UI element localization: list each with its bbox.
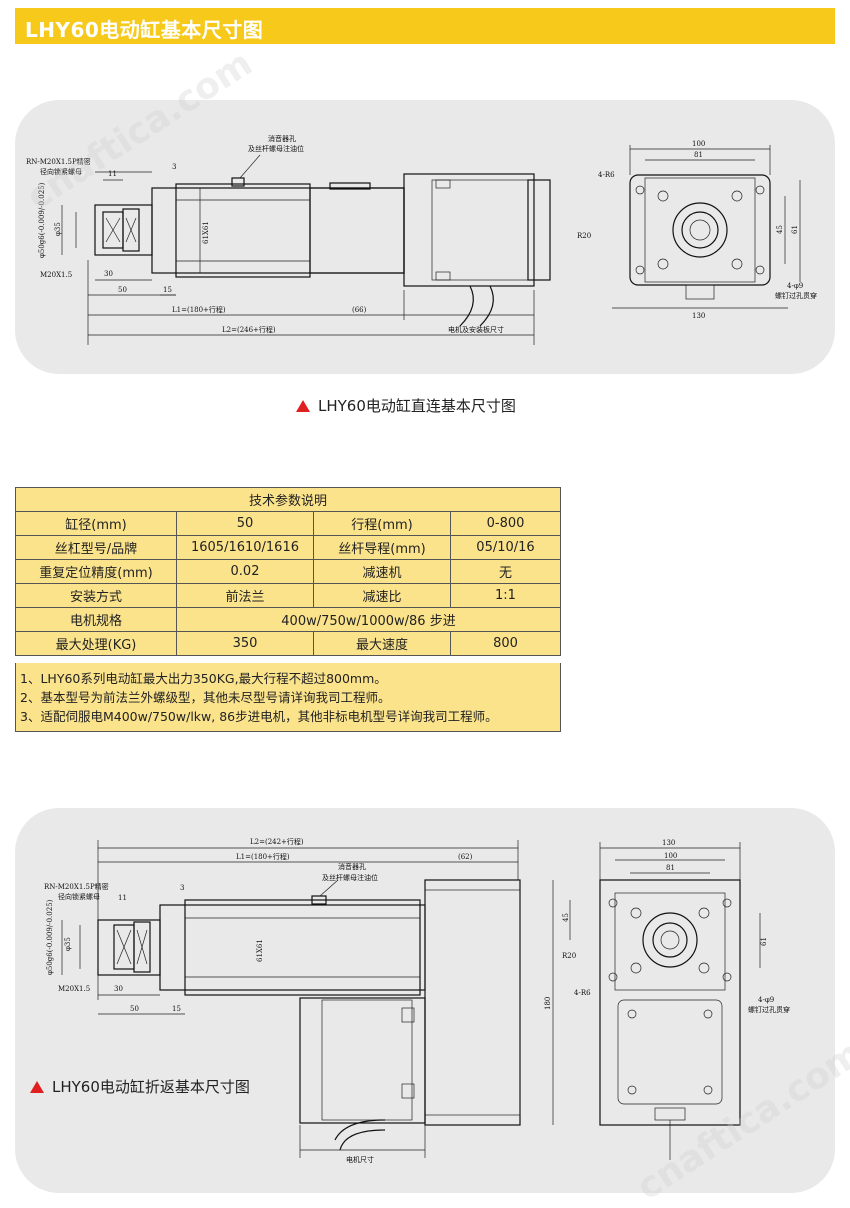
dim-61x61: 61X61 bbox=[202, 221, 210, 244]
header-banner: LHY60电动缸基本尺寸图 bbox=[15, 8, 835, 44]
cell: 无 bbox=[450, 559, 561, 584]
cell: 缸径(mm) bbox=[15, 511, 177, 536]
dim-holes2: 螺钉过孔贯穿 bbox=[775, 291, 817, 300]
dim-dia35: φ35 bbox=[64, 937, 72, 951]
label-motor: 电机尺寸 bbox=[346, 1155, 374, 1164]
dim-3: 3 bbox=[172, 163, 176, 171]
dim-66: (66) bbox=[352, 306, 367, 314]
dim-30: 30 bbox=[104, 270, 113, 278]
dim-l2: L2=(246+行程) bbox=[222, 325, 276, 334]
cell: 减速比 bbox=[313, 583, 451, 608]
page-title: LHY60电动缸基本尺寸图 bbox=[25, 18, 264, 42]
dim-m20: M20X1.5 bbox=[58, 985, 90, 993]
dim-45: 45 bbox=[562, 913, 570, 922]
dim-15: 15 bbox=[163, 286, 172, 294]
dim-l1: L1=(180+行程) bbox=[172, 305, 226, 314]
label-motor: 电机及安装板尺寸 bbox=[448, 325, 504, 334]
dim-m20: M20X1.5 bbox=[40, 271, 72, 279]
dim-130: 130 bbox=[662, 839, 675, 847]
dim-50: 50 bbox=[118, 286, 127, 294]
dim-11: 11 bbox=[108, 170, 117, 178]
dim-81: 81 bbox=[666, 864, 675, 872]
cell: 50 bbox=[176, 511, 314, 536]
spec-title: 技术参数说明 bbox=[15, 487, 561, 512]
label-nut: RN-M20X1.5P精密 bbox=[44, 882, 109, 891]
caption-folded: LHY60电动缸折返基本尺寸图 bbox=[30, 1076, 250, 1097]
note-3: 3、适配伺服电M400w/750w/lkw, 86步进电机，其他非标电机型号详询… bbox=[20, 709, 498, 724]
cell: 0-800 bbox=[450, 511, 561, 536]
caption-folded-text: LHY60电动缸折返基本尺寸图 bbox=[52, 1078, 250, 1096]
dim-l2: L2=(242+行程) bbox=[250, 837, 304, 846]
dim-61: 61 bbox=[791, 225, 799, 234]
spec-table: 技术参数说明 缸径(mm) 50 行程(mm) 0-800 丝杠型号/品牌 16… bbox=[15, 487, 561, 656]
triangle-icon bbox=[296, 400, 310, 412]
dim-61: 61 bbox=[760, 937, 768, 946]
dim-dia50: φ50g6(-0.009/-0.025) bbox=[38, 182, 46, 258]
dim-r20: R20 bbox=[577, 232, 591, 240]
dim-r20: R20 bbox=[562, 952, 576, 960]
dim-holes2: 螺钉过孔贯穿 bbox=[748, 1005, 790, 1014]
note-2: 2、基本型号为前法兰外螺级型，其他未尽型号请详询我司工程师。 bbox=[20, 690, 391, 705]
dim-holes: 4-φ9 bbox=[787, 282, 803, 290]
table-row: 缸径(mm) 50 行程(mm) 0-800 bbox=[15, 511, 561, 536]
cell: 800 bbox=[450, 631, 561, 656]
cell: 减速机 bbox=[313, 559, 451, 584]
dim-30: 30 bbox=[114, 985, 123, 993]
caption-direct-text: LHY60电动缸直连基本尺寸图 bbox=[318, 397, 516, 415]
label-grease2: 及丝杆螺母注油位 bbox=[248, 144, 304, 153]
triangle-icon bbox=[30, 1081, 44, 1093]
dim-81: 81 bbox=[694, 151, 703, 159]
dim-15: 15 bbox=[172, 1005, 181, 1013]
cell: 安装方式 bbox=[15, 583, 177, 608]
caption-direct: LHY60电动缸直连基本尺寸图 bbox=[296, 395, 516, 416]
dim-dia35: φ35 bbox=[54, 222, 62, 236]
spec-notes: 1、LHY60系列电动缸最大出力350KG,最大行程不超过800mm。 2、基本… bbox=[15, 663, 561, 732]
table-row: 最大处理(KG) 350 最大速度 800 bbox=[15, 631, 561, 656]
dim-r6: 4-R6 bbox=[598, 171, 615, 179]
cell: 丝杆导程(mm) bbox=[313, 535, 451, 560]
cell: 1605/1610/1616 bbox=[176, 535, 314, 560]
dim-11: 11 bbox=[118, 894, 127, 902]
label-grease: 消音器孔 bbox=[338, 862, 366, 871]
dim-dia50: φ50g6(-0.009/-0.025) bbox=[46, 899, 54, 975]
dim-100: 100 bbox=[692, 140, 705, 148]
label-nut2: 径向锁紧螺母 bbox=[58, 892, 100, 901]
label-nut: RN-M20X1.5P精密 bbox=[26, 157, 91, 166]
label-grease: 消音器孔 bbox=[268, 134, 296, 143]
label-nut2: 径向锁紧螺母 bbox=[40, 167, 82, 176]
cell: 最大处理(KG) bbox=[15, 631, 177, 656]
table-row: 丝杠型号/品牌 1605/1610/1616 丝杆导程(mm) 05/10/16 bbox=[15, 535, 561, 560]
dim-3: 3 bbox=[180, 884, 184, 892]
dim-holes: 4-φ9 bbox=[758, 996, 774, 1004]
cell: 最大速度 bbox=[313, 631, 451, 656]
dim-100: 100 bbox=[664, 852, 677, 860]
dim-45: 45 bbox=[776, 225, 784, 234]
dim-l1: L1=(180+行程) bbox=[236, 852, 290, 861]
dim-62: (62) bbox=[458, 853, 473, 861]
dim-130: 130 bbox=[692, 312, 705, 320]
label-grease2: 及丝杆螺母注油位 bbox=[322, 873, 378, 882]
note-1: 1、LHY60系列电动缸最大出力350KG,最大行程不超过800mm。 bbox=[20, 671, 387, 686]
dim-50: 50 bbox=[130, 1005, 139, 1013]
drawing-direct: RN-M20X1.5P精密 径向锁紧螺母 消音器孔 及丝杆螺母注油位 3 11 … bbox=[26, 134, 817, 345]
dim-180: 180 bbox=[544, 997, 552, 1010]
dim-r6: 4-R6 bbox=[574, 989, 591, 997]
cell: 400w/750w/1000w/86 步进 bbox=[176, 607, 561, 632]
dim-61x61: 61X61 bbox=[256, 939, 264, 962]
